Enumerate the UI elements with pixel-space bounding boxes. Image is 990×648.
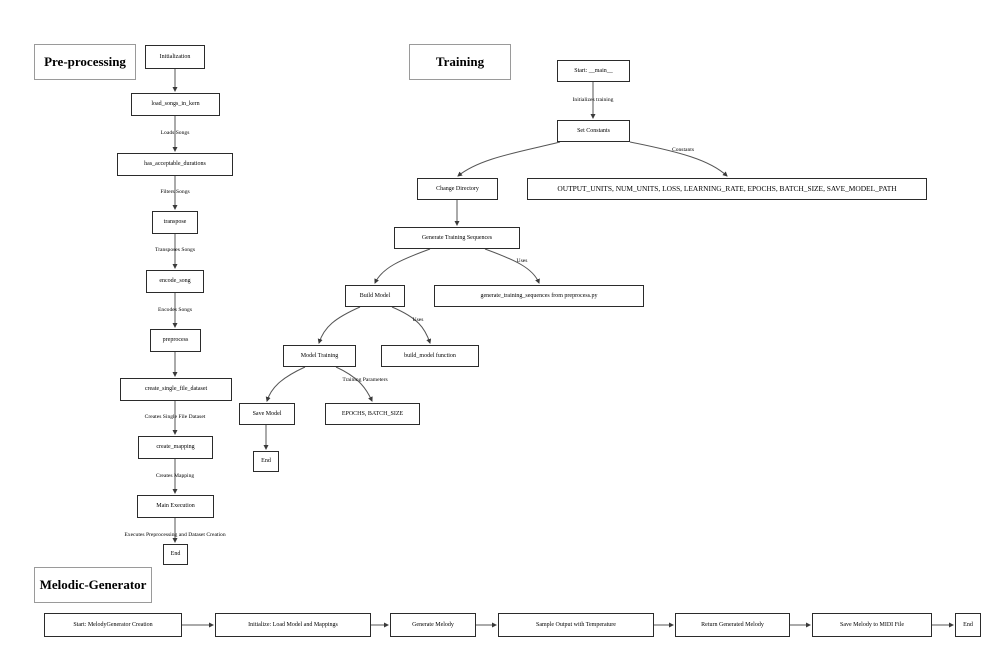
legend-lg-mel: Melodic-Generator [34,567,152,603]
node-sample-output-with-temperature[interactable]: Sample Output with Temperature [498,613,654,637]
edge-buildmodel-to-bmfunc [391,306,432,344]
node-initialization-label: Initialization [159,53,191,60]
node-generate-training-sequences-source[interactable]: generate_training_sequences from preproc… [434,285,644,307]
node-model-training-label: Model Training [300,352,339,359]
node-encode-song[interactable]: encode_song [146,270,204,293]
node-create-mapping-label: create_mapping [156,444,195,451]
node-create-single-file-dataset-label: create_single_file_dataset [144,386,208,393]
edge-buildmodel-to-modeltrain [317,306,361,344]
node-generate-training-sequences[interactable]: Generate Training Sequences [394,227,520,249]
node-constants-list[interactable]: OUTPUT_UNITS, NUM_UNITS, LOSS, LEARNING_… [527,178,927,200]
node-end-training[interactable]: End [253,451,279,472]
node-load-songs-in-kern[interactable]: load_songs_in_kern [131,93,220,116]
edge-modeltrain-to-epochs-label: Training Parameters [342,377,388,383]
node-end-training-label: End [261,458,271,465]
edge-setconstants-to-chdir [457,141,561,177]
edge-modeltrain-to-savemodel [265,366,306,402]
node-sample-output-with-temperature-label: Sample Output with Temperature [536,621,616,628]
node-has-acceptable-durations-label: has_acceptable_durations [144,161,206,168]
node-generate-training-sequences-source-label: generate_training_sequences from preproc… [480,292,598,299]
node-epochs-batch-size-label: EPOCHS, BATCH_SIZE [341,410,404,417]
node-set-constants-label: Set Constants [577,127,610,134]
edge-durations-to-transpose-label: Filters Songs [160,189,190,195]
edge-gents-to-gtsfile [484,248,540,284]
node-end-preprocessing[interactable]: End [163,544,188,565]
node-initialization[interactable]: Initialization [145,45,205,69]
edge-gents-to-gtsfile-label: Uses [516,258,528,264]
node-save-model-label: Save Model [252,410,282,417]
node-build-model[interactable]: Build Model [345,285,405,307]
node-build-model-function-label: build_model function [404,352,456,359]
edge-startmain-to-setconstants-label: Initializes training [572,97,614,103]
node-initialize-load-model-label: Initialize: Load Model and Mappings [248,621,338,628]
node-start-melodygenerator-creation-label: Start: MelodyGenerator Creation [73,621,153,628]
node-create-mapping[interactable]: create_mapping [138,436,213,459]
node-load-songs-in-kern-label: load_songs_in_kern [151,101,200,108]
node-save-melody-to-midi-file[interactable]: Save Melody to MIDI File [812,613,932,637]
node-start-melodygenerator-creation[interactable]: Start: MelodyGenerator Creation [44,613,182,637]
edge-setconstants-to-constants-label: Constants [671,147,695,153]
node-return-generated-melody[interactable]: Return Generated Melody [675,613,790,637]
node-end-melodic-generator-label: End [963,621,973,628]
node-transpose[interactable]: transpose [152,211,198,234]
edge-csfd-to-mapping-label: Creates Single File Dataset [144,414,206,420]
node-start-main-label: Start: __main__ [574,67,613,74]
node-has-acceptable-durations[interactable]: has_acceptable_durations [117,153,233,176]
node-set-constants[interactable]: Set Constants [557,120,630,142]
node-create-single-file-dataset[interactable]: create_single_file_dataset [120,378,232,401]
node-start-main[interactable]: Start: __main__ [557,60,630,82]
node-end-melodic-generator[interactable]: End [955,613,981,637]
edge-mapping-to-mainexec-label: Creates Mapping [155,473,195,479]
node-constants-list-label: OUTPUT_UNITS, NUM_UNITS, LOSS, LEARNING_… [557,184,897,194]
edge-modeltrain-to-epochs [335,366,373,402]
legend-lg-pre: Pre-processing [34,44,136,80]
node-end-preprocessing-label: End [170,551,181,558]
edge-transpose-to-encode-label: Transposes Songs [154,247,196,253]
node-save-melody-to-midi-file-label: Save Melody to MIDI File [840,621,904,628]
node-return-generated-melody-label: Return Generated Melody [701,621,764,628]
node-epochs-batch-size[interactable]: EPOCHS, BATCH_SIZE [325,403,420,425]
node-change-directory[interactable]: Change Directory [417,178,498,200]
edge-mainexec-to-end-label: Executes Preprocessing and Dataset Creat… [124,532,226,538]
node-model-training[interactable]: Model Training [283,345,356,367]
node-main-execution-label: Main Execution [156,503,195,510]
node-generate-melody[interactable]: Generate Melody [390,613,476,637]
legend-lg-trn: Training [409,44,511,80]
node-build-model-function[interactable]: build_model function [381,345,479,367]
node-initialize-load-model[interactable]: Initialize: Load Model and Mappings [215,613,371,637]
node-main-execution[interactable]: Main Execution [137,495,214,518]
node-generate-training-sequences-label: Generate Training Sequences [421,234,493,241]
node-generate-melody-label: Generate Melody [412,621,454,628]
edge-gents-to-buildmodel [374,248,431,284]
node-build-model-label: Build Model [359,292,391,299]
node-preprocess-label: preprocess [162,337,189,344]
node-preprocess[interactable]: preprocess [150,329,201,352]
node-change-directory-label: Change Directory [436,185,479,192]
node-save-model[interactable]: Save Model [239,403,295,425]
node-encode-song-label: encode_song [159,278,191,285]
edge-encode-to-preprocess-label: Encodes Songs [157,307,193,313]
edge-buildmodel-to-bmfunc-label: Uses [412,317,424,323]
node-transpose-label: transpose [163,219,187,226]
edge-load-to-durations-label: Loads Songs [160,130,190,136]
